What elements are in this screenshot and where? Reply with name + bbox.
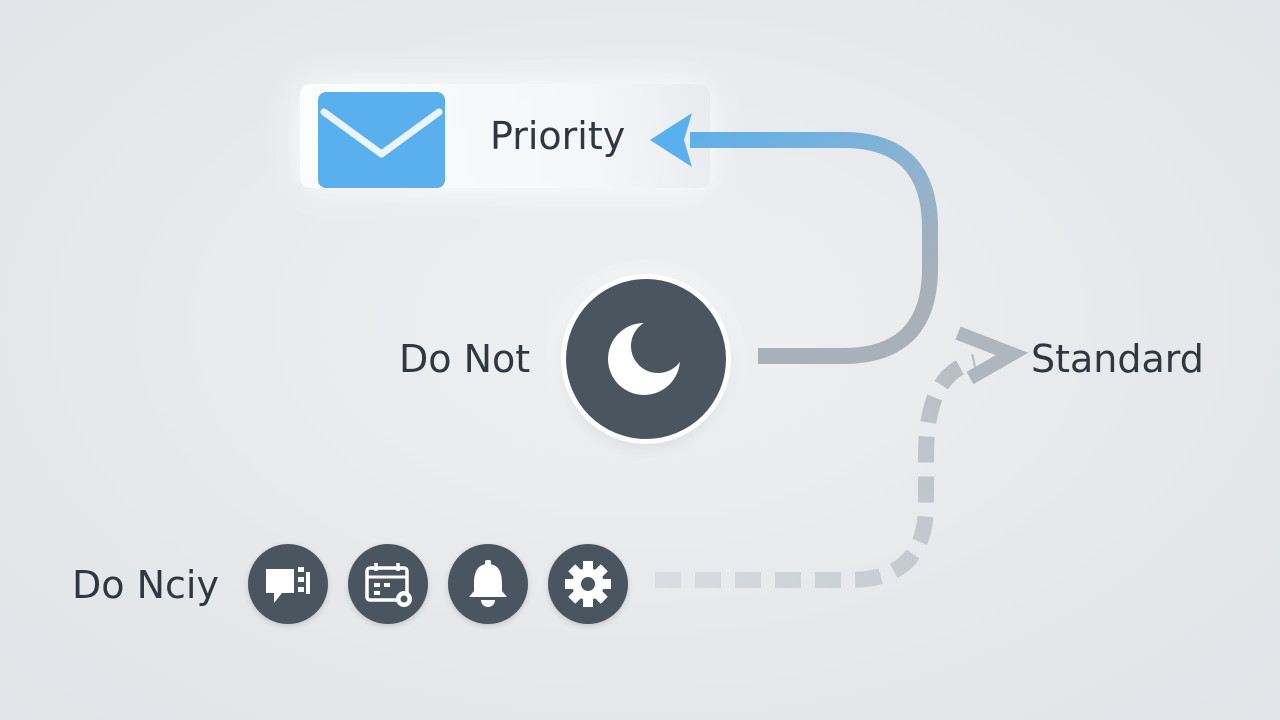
moon-icon — [608, 323, 680, 395]
calendar-button[interactable] — [348, 544, 428, 624]
do-not-label: Do Not — [399, 337, 531, 381]
standard-connector — [655, 354, 978, 588]
settings-button[interactable] — [548, 544, 628, 624]
gear-icon — [565, 561, 611, 607]
priority-connector — [690, 132, 938, 364]
bell-icon — [469, 560, 507, 607]
feedback-button[interactable] — [248, 544, 328, 624]
do-not-disturb-button[interactable] — [566, 279, 726, 439]
standard-label: Standard — [1031, 337, 1204, 381]
calendar-icon — [365, 563, 412, 607]
feedback-icon — [266, 567, 310, 603]
bell-button[interactable] — [448, 544, 528, 624]
do-only-label: Do Nciy — [72, 563, 219, 607]
priority-arrowhead — [650, 113, 692, 167]
standard-arrowhead — [955, 326, 1029, 385]
priority-label: Priority — [490, 114, 626, 158]
envelope-icon — [318, 92, 445, 188]
